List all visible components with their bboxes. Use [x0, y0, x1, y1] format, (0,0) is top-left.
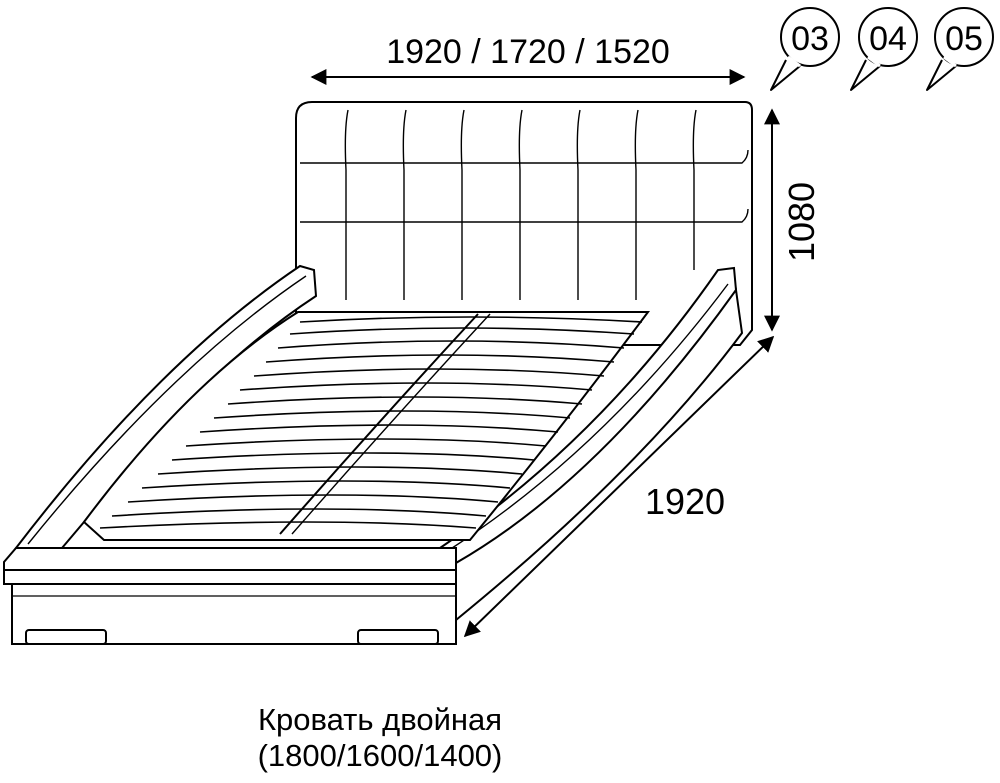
caption-sizes: (1800/1600/1400): [257, 738, 503, 773]
badge-04-label: 04: [869, 20, 907, 58]
slats: [99, 316, 643, 529]
badge-05: 05: [926, 7, 994, 91]
width-dimension: 1920 / 1720 / 1520: [310, 33, 746, 85]
bed-feet: [25, 629, 439, 645]
headboard-tufting: [300, 109, 749, 300]
foot-left: [25, 629, 107, 645]
center-spine: [279, 313, 479, 535]
headboard: [295, 101, 753, 346]
foot-right: [357, 629, 439, 645]
footboard: [3, 547, 457, 645]
badge-04: 04: [850, 7, 918, 91]
slatted-base: [82, 311, 650, 541]
badge-03: 03: [770, 7, 840, 91]
caption-title: Кровать двойная: [257, 702, 503, 737]
length-dimension-label: 1920: [645, 481, 725, 522]
width-dimension-label: 1920 / 1720 / 1520: [386, 33, 670, 71]
badge-03-label: 03: [791, 20, 829, 58]
badge-05-label: 05: [945, 20, 983, 58]
height-dimension: 1080: [764, 108, 822, 332]
length-dimension: 1920: [463, 335, 775, 638]
height-dimension-label: 1080: [781, 182, 822, 262]
